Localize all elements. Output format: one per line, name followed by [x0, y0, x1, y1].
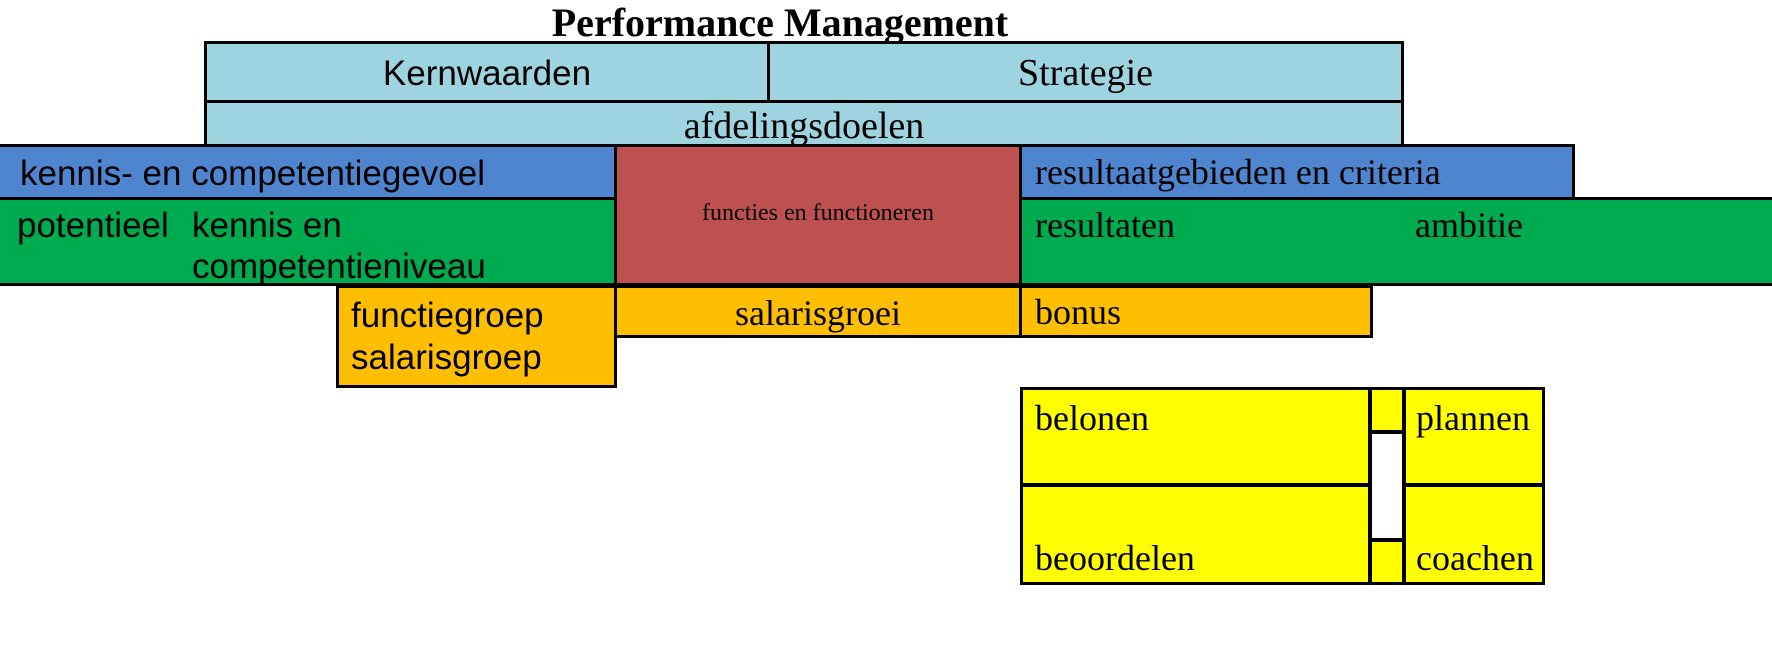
label-functies-en-functioneren: functies en functioneren [702, 200, 934, 226]
label-plannen: plannen [1416, 398, 1530, 438]
label-afdelingsdoelen: afdelingsdoelen [683, 105, 925, 147]
box-kernwaarden[interactable]: Kernwaarden [204, 41, 770, 103]
box-functiegroep-salarisgroep[interactable]: functiegroep salarisgroep [336, 285, 617, 388]
box-resultaatgebieden-en-criteria[interactable]: resultaatgebieden en criteria [1019, 144, 1575, 200]
box-bonus[interactable]: bonus [1019, 285, 1373, 338]
label-kennis-en: kennis en [192, 206, 342, 245]
box-cycle-connector-top [1369, 387, 1405, 433]
label-ambitie: ambitie [1415, 205, 1523, 245]
box-kennis-en-competentiegevoel[interactable]: kennis- en competentiegevoel [0, 144, 617, 200]
label-resultaten: resultaten [1035, 205, 1175, 245]
label-salarisgroep: salarisgroep [351, 338, 542, 377]
box-plannen[interactable]: plannen [1403, 387, 1545, 486]
label-kernwaarden: Kernwaarden [382, 54, 592, 93]
label-strategie: Strategie [1017, 52, 1154, 94]
label-kennis-en-competentiegevoel: kennis- en competentiegevoel [20, 154, 486, 193]
box-beoordelen[interactable]: beoordelen [1020, 484, 1371, 585]
label-competentieniveau: competentieniveau [192, 247, 486, 286]
label-beoordelen: beoordelen [1035, 538, 1195, 578]
label-coachen: coachen [1416, 538, 1534, 578]
label-belonen: belonen [1035, 398, 1149, 438]
label-bonus: bonus [1035, 292, 1122, 332]
box-salarisgroei[interactable]: salarisgroei [614, 285, 1022, 338]
label-resultaatgebieden-en-criteria: resultaatgebieden en criteria [1035, 152, 1441, 192]
box-strategie[interactable]: Strategie [767, 41, 1404, 103]
page-title: Performance Management [551, 0, 1009, 45]
box-cycle-connector-bottom [1369, 539, 1405, 585]
box-functies-en-functioneren[interactable]: functies en functioneren [614, 144, 1022, 286]
box-resultaten-ambitie[interactable]: resultaten ambitie [1019, 197, 1772, 286]
box-cycle-connector-middle [1369, 431, 1405, 541]
label-salarisgroei: salarisgroei [735, 293, 901, 333]
box-coachen[interactable]: coachen [1403, 484, 1545, 585]
label-functiegroep: functiegroep [351, 296, 544, 335]
label-potentieel: potentieel [17, 206, 169, 245]
box-belonen[interactable]: belonen [1020, 387, 1371, 486]
box-potentieel-kennisniveau[interactable]: potentieel kennis en competentieniveau [0, 197, 617, 286]
